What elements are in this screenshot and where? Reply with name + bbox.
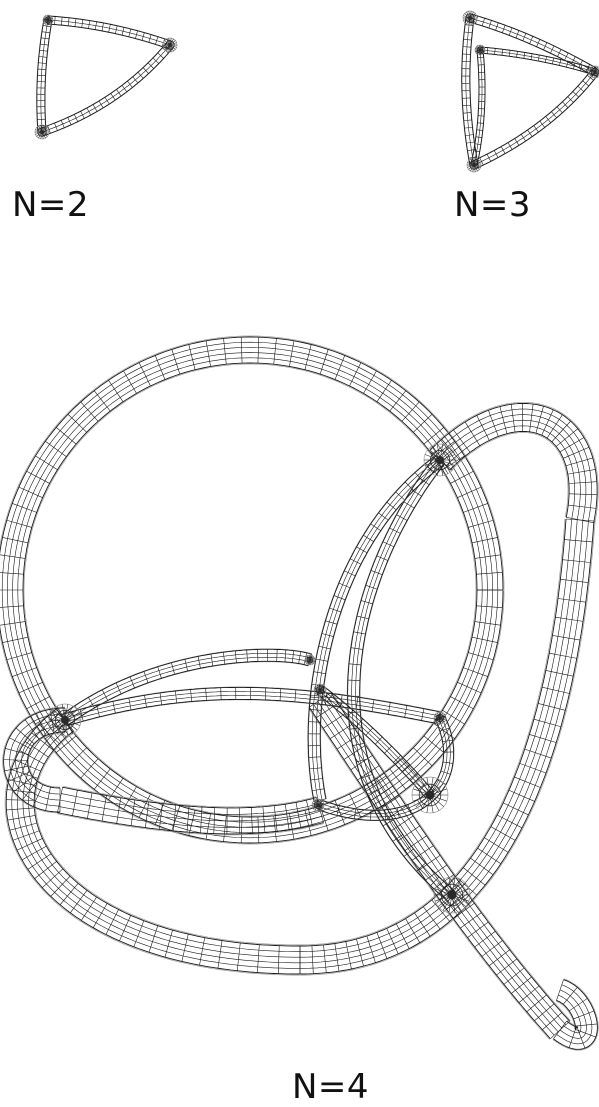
- tube-edge-left: [462, 17, 479, 165]
- panel-label-n3: N=3: [454, 188, 531, 222]
- junction-node: [312, 799, 324, 811]
- tube-loop-upper-right: [429, 402, 598, 523]
- junction-node: [589, 66, 599, 78]
- junction-node: [412, 777, 448, 813]
- tube-loop-large-circle: [0, 336, 504, 844]
- wireframe-tube-knot-icon: [0, 330, 599, 1104]
- panel-label-n2: N=2: [12, 188, 89, 222]
- panel-n3: N=3: [400, 0, 599, 230]
- tube-edge-left: [37, 19, 53, 132]
- junction-node: [424, 444, 456, 476]
- tube-band-lower-left: [5, 708, 300, 975]
- tube-band-lower-right: [300, 519, 595, 975]
- tube-inner-arc: [308, 455, 444, 801]
- tube-tail-diagonal: [308, 692, 570, 1039]
- panel-n2: N=2: [0, 0, 220, 230]
- tube-edge-top: [469, 14, 597, 76]
- tube-edge-inner: [480, 47, 596, 75]
- panel-n4: N=4: [0, 330, 599, 1104]
- tube-edge-diagonal: [472, 69, 598, 169]
- tube-edge-top: [48, 16, 172, 49]
- tube-inner-arc: [347, 456, 454, 900]
- tube-edge-diagonal: [41, 42, 174, 136]
- junction-node: [463, 11, 477, 25]
- junction-node: [305, 655, 315, 665]
- panel-label-n4: N=4: [292, 1070, 369, 1104]
- tube-edge-inner: [471, 50, 485, 166]
- tube-inner-arc: [63, 687, 441, 726]
